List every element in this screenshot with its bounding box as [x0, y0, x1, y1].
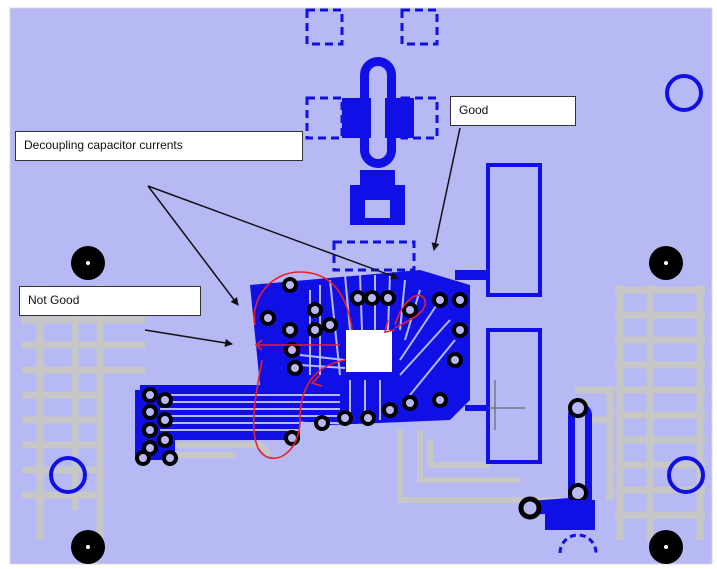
- ic-center-pad: [346, 330, 392, 372]
- callout-good: Good: [450, 96, 576, 126]
- mounting-holes: [49, 74, 705, 564]
- left-gray-traces: [22, 285, 145, 540]
- right-gray-traces: [575, 285, 705, 540]
- callout-decoupling: Decoupling capacitor currents: [15, 131, 303, 161]
- vias: [135, 277, 468, 466]
- bottom-right-component: [518, 398, 598, 554]
- callout-not-good: Not Good: [19, 286, 201, 316]
- center-gray-traces: [160, 430, 560, 503]
- right-pads: [455, 163, 542, 464]
- top-inductor: [342, 57, 414, 225]
- current-loop-marks: [252, 271, 426, 460]
- annotation-arrows: [144, 127, 461, 347]
